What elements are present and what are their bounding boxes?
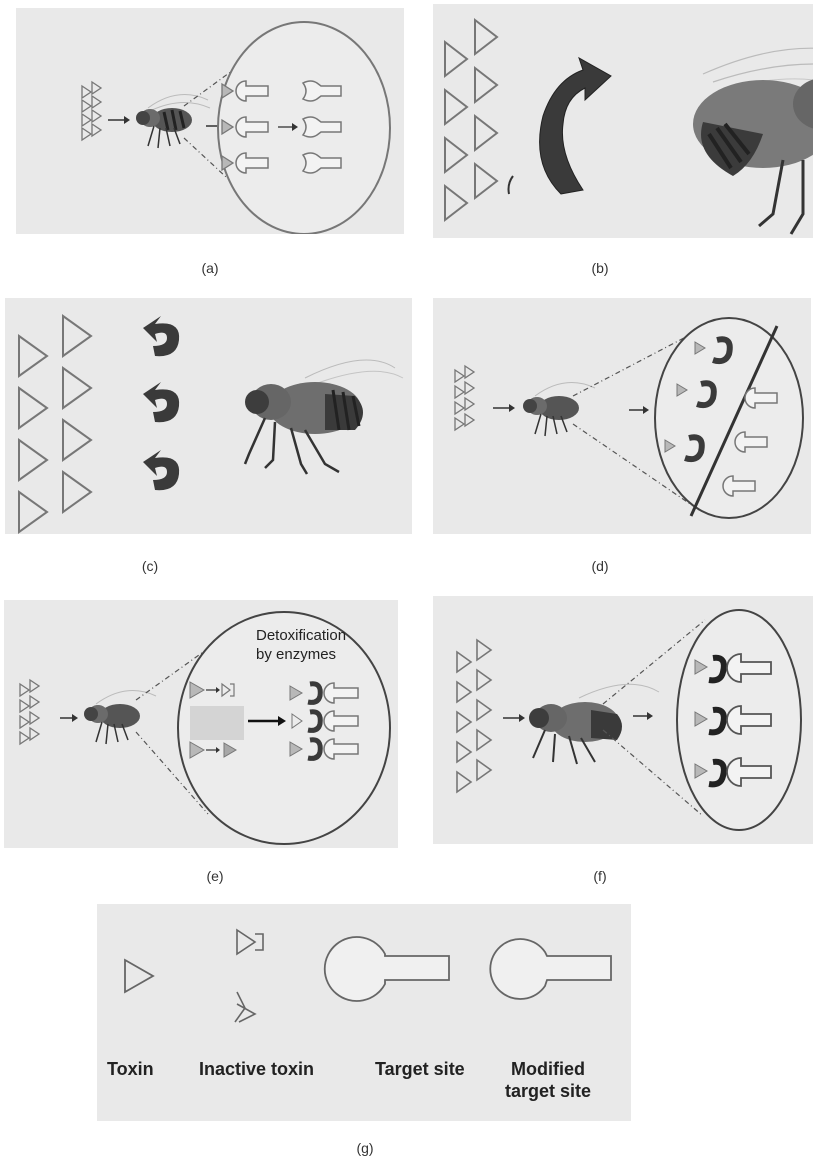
legend-toxin-line1: Toxin	[107, 1058, 154, 1080]
panel-c-illustration	[5, 298, 412, 534]
detoxification-callout: Detoxification by enzymes	[256, 626, 346, 664]
panel-d-caption: (d)	[580, 558, 620, 574]
legend-modified-line2: target site	[505, 1080, 591, 1102]
legend-label-modified-target-site: Modified target site	[505, 1058, 591, 1102]
toxin-triangles-group	[457, 640, 491, 792]
panel-f-caption: (f)	[580, 868, 620, 884]
legend-label-toxin: Toxin	[107, 1058, 154, 1080]
fly-medium	[529, 684, 659, 764]
legend-label-inactive-toxin: Inactive toxin	[199, 1058, 314, 1080]
panel-e: Detoxification by enzymes	[4, 600, 398, 848]
toxin-triangles-group	[455, 366, 474, 430]
legend-target-line1: Target site	[375, 1058, 465, 1080]
panel-a-illustration	[16, 8, 404, 234]
panel-c-caption: (c)	[130, 558, 170, 574]
callout-line-1: Detoxification	[256, 626, 346, 645]
curved-arrow	[540, 58, 611, 194]
panel-g-caption: (g)	[345, 1140, 385, 1156]
fly-large	[693, 48, 813, 234]
panel-d	[433, 298, 811, 534]
toxin-triangles-group	[20, 680, 39, 744]
legend-label-target-site: Target site	[375, 1058, 465, 1080]
callout-line-2: by enzymes	[256, 645, 346, 664]
toxin-triangles-large	[19, 316, 91, 532]
panel-c	[5, 298, 412, 534]
legend-inactive-line1: Inactive toxin	[199, 1058, 314, 1080]
toxin-symbol	[125, 960, 153, 992]
toxin-triangles-group	[82, 82, 101, 140]
blurred-region	[190, 706, 244, 740]
legend-modified-line1: Modified	[505, 1058, 591, 1080]
target-site-symbol	[325, 937, 449, 1001]
panel-b	[433, 4, 813, 238]
inactive-toxin-symbol	[235, 930, 263, 1022]
fly-medium	[245, 360, 403, 474]
panel-b-illustration	[433, 4, 813, 238]
panel-g-legend: Toxin Inactive toxin Target site Modifie…	[97, 904, 631, 1121]
panel-e-caption: (e)	[195, 868, 235, 884]
fly-small	[84, 691, 156, 744]
panel-a-caption: (a)	[190, 260, 230, 276]
toxin-triangles-large	[445, 20, 497, 220]
panel-b-caption: (b)	[580, 260, 620, 276]
panel-f	[433, 596, 813, 844]
modified-target-site-symbol	[490, 939, 611, 999]
panel-f-illustration	[433, 596, 813, 844]
panel-a	[16, 8, 404, 234]
panel-d-illustration	[433, 298, 811, 534]
fly-small	[136, 95, 210, 148]
curved-arrows	[143, 316, 179, 490]
